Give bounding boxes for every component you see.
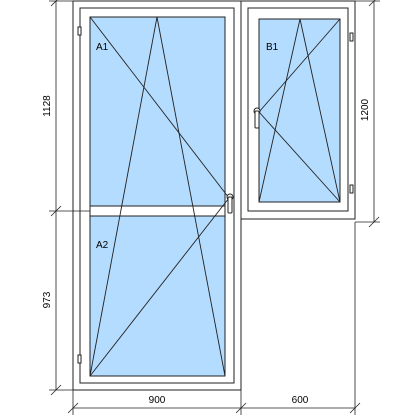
- window-unit: [240, 0, 356, 220]
- sash-label-b1: B1: [266, 42, 279, 53]
- dim-bottom-door: 900: [149, 395, 166, 406]
- dim-left-lower: 973: [42, 291, 53, 308]
- hinge-icon: [349, 184, 354, 194]
- hinge-icon: [349, 32, 354, 42]
- door-opening-lines: [89, 16, 230, 377]
- door-handle-icon: [226, 193, 234, 214]
- window-handle-icon: [253, 107, 261, 129]
- window-opening-lines: [258, 18, 341, 203]
- door-transom-bar: [89, 205, 226, 217]
- dim-bottom-window: 600: [292, 395, 309, 406]
- door-glass-top: [89, 16, 226, 207]
- window-glass: [258, 18, 341, 203]
- dim-right-height: 1200: [360, 98, 371, 121]
- hinge-icon: [77, 354, 82, 364]
- hinge-icon: [77, 26, 82, 36]
- sash-label-a2: A2: [96, 240, 109, 251]
- sash-label-a1: A1: [96, 42, 109, 53]
- door-glass-bottom: [89, 215, 226, 377]
- dimension-lines: [49, 0, 380, 415]
- dim-left-upper: 1128: [42, 95, 53, 117]
- door-unit: [72, 0, 242, 391]
